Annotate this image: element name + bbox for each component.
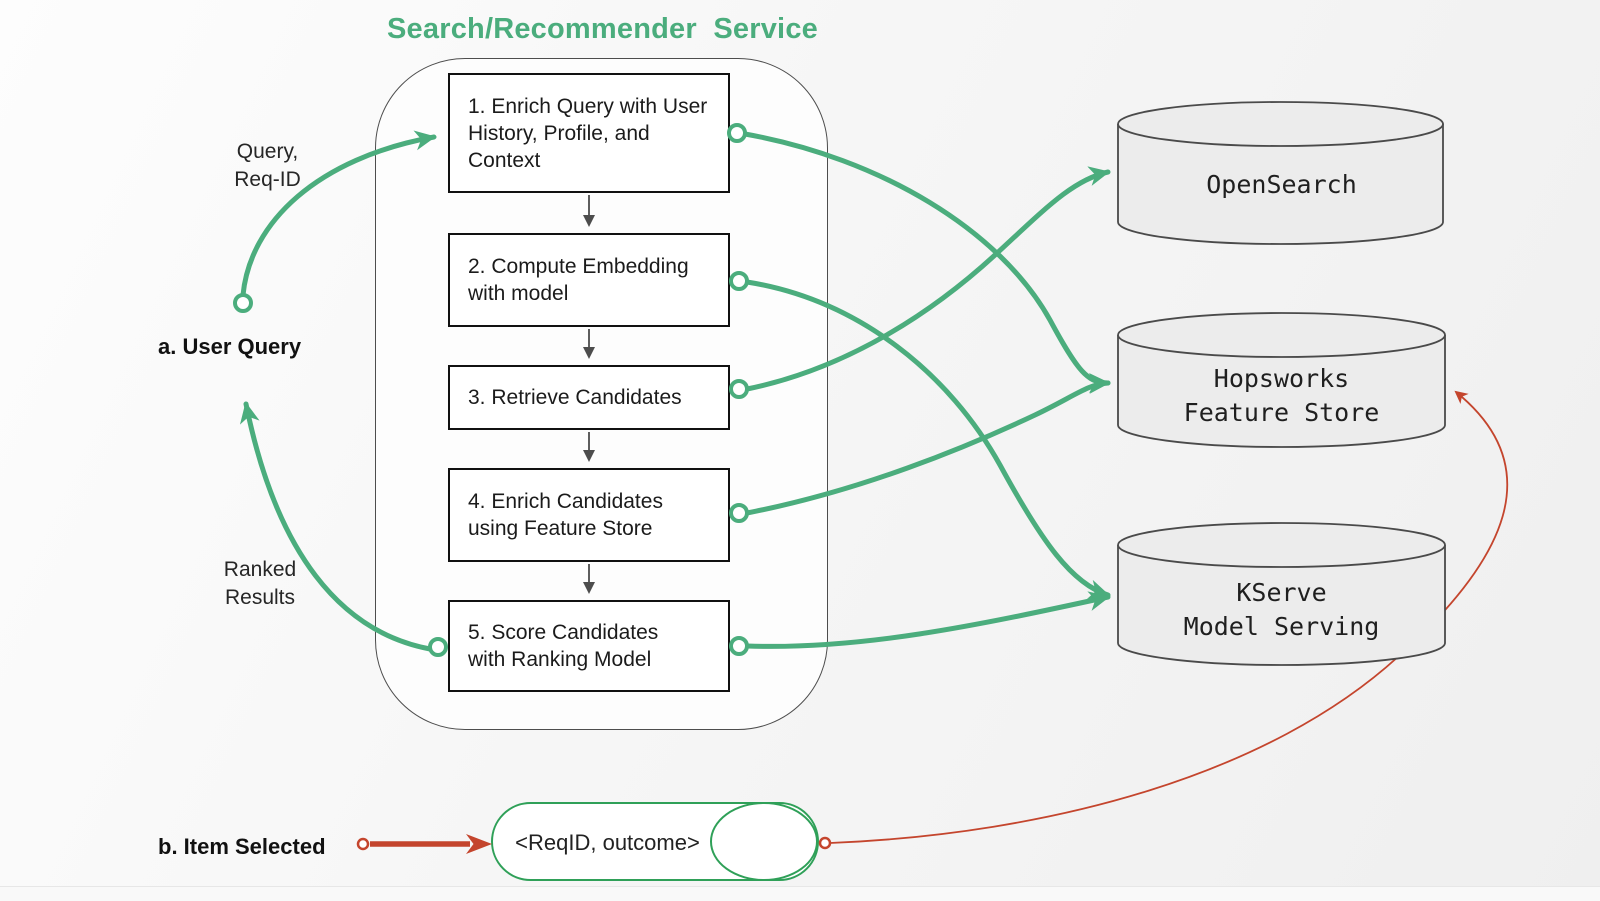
step-1-line: Context — [468, 148, 541, 172]
bottom-strip — [0, 886, 1600, 901]
step-3-retrieve-candidates: 3. Retrieve Candidates — [448, 365, 730, 430]
step-5-line: with Ranking Model — [468, 648, 652, 671]
model-serving-label-line: Model Serving — [1183, 612, 1380, 641]
ranked-results-line: Results — [224, 586, 296, 609]
step-5-line: 5. Score Candidates — [468, 621, 659, 644]
query-reqid-line: Query, — [236, 140, 299, 163]
page-title: Search/Recommender Service — [387, 13, 818, 45]
item-selected-arrowhead — [466, 834, 492, 854]
item-selected-port — [356, 837, 370, 851]
step-5-score-candidates: 5. Score Candidates with Ranking Model — [448, 600, 730, 692]
query-reqid-label: Query, Req-ID — [200, 138, 335, 194]
user-query-label: a. User Query — [158, 334, 302, 359]
step-1-line: 1. Enrich Query with User — [468, 94, 708, 118]
model-serving-label: KServe Model Serving — [1118, 576, 1445, 644]
feature-store-label-line: Feature Store — [1183, 398, 1380, 427]
model-serving-label-line: KServe — [1236, 578, 1327, 607]
feature-store-label: Hopsworks Feature Store — [1118, 362, 1445, 430]
ranked-results-label: Ranked Results — [200, 556, 320, 612]
ranked-results-line: Ranked — [223, 558, 297, 581]
step-2-compute-embedding: 2. Compute Embedding with model — [448, 233, 730, 327]
opensearch-label-line: OpenSearch — [1206, 170, 1357, 199]
query-reqid-line: Req-ID — [234, 168, 301, 191]
step-3-line: 3. Retrieve Candidates — [468, 386, 682, 409]
step-1-enrich-query: 1. Enrich Query with User History, Profi… — [448, 73, 730, 193]
user-query-port — [233, 293, 253, 313]
step-2-line: 2. Compute Embedding — [468, 255, 689, 278]
opensearch-label: OpenSearch — [1118, 168, 1445, 202]
event-payload-label: <ReqID, outcome> — [515, 830, 700, 855]
feature-store-label-line: Hopsworks — [1213, 364, 1350, 393]
step-4-line: 4. Enrich Candidates — [468, 490, 663, 513]
pill-output-port — [818, 836, 832, 850]
step-1-line: History, Profile, and — [468, 121, 650, 145]
item-selected-label: b. Item Selected — [158, 834, 326, 859]
step-4-line: using Feature Store — [468, 517, 653, 540]
step-4-enrich-candidates: 4. Enrich Candidates using Feature Store — [448, 468, 730, 562]
step-2-line: with model — [468, 282, 569, 305]
